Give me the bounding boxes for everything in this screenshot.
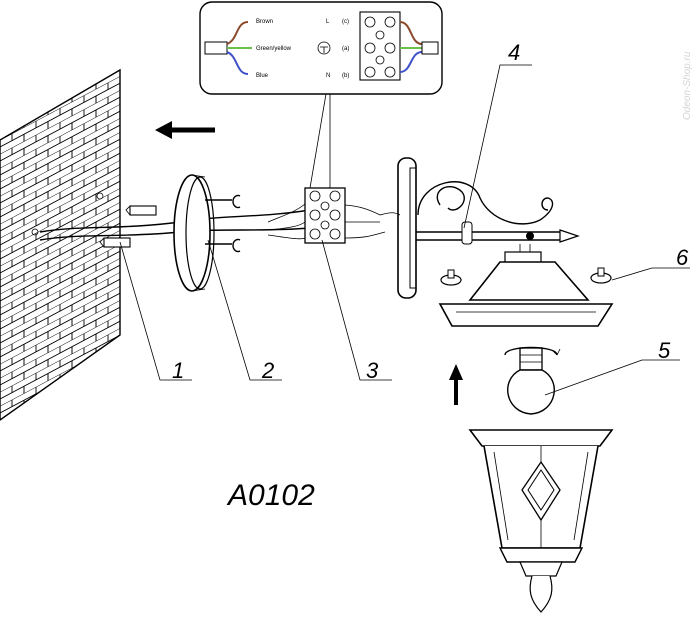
callout-2: 2 xyxy=(261,358,274,383)
callout-1: 1 xyxy=(172,358,184,383)
callout-leaders xyxy=(119,64,690,396)
wall-anchors xyxy=(99,205,157,248)
terminal-sub-a: (a) xyxy=(342,46,349,52)
lamp-arm xyxy=(416,181,580,265)
wire-label-greenyellow: Green/yellow xyxy=(256,46,292,52)
callout-4: 4 xyxy=(508,40,520,65)
light-bulb xyxy=(504,346,561,415)
arrow-left-icon xyxy=(155,121,215,139)
callout-5: 5 xyxy=(658,338,671,363)
model-code: A0102 xyxy=(226,479,315,512)
callout-3: 3 xyxy=(366,358,379,383)
callout-6: 6 xyxy=(676,245,689,270)
mounting-plate xyxy=(173,174,215,292)
wire-label-brown: Brown xyxy=(256,19,273,25)
wire-label-blue: Blue xyxy=(256,73,269,79)
terminal-label-l: L xyxy=(326,19,330,25)
terminal-sub-b: (b) xyxy=(342,73,349,79)
lamp-backplate xyxy=(379,157,417,299)
lamp-cap xyxy=(438,261,614,327)
wiring-inset xyxy=(199,1,443,189)
watermark-text: Odeon-Shop.ru xyxy=(682,51,693,120)
brick-wall xyxy=(0,68,121,421)
terminal-label-n: N xyxy=(326,73,330,79)
terminal-sub-c: (c) xyxy=(342,19,349,25)
terminal-block xyxy=(267,187,386,244)
thumb-screws xyxy=(440,267,612,286)
lantern-body xyxy=(468,429,614,613)
ground-symbol-icon xyxy=(317,41,331,55)
arrow-up-icon xyxy=(449,364,463,405)
